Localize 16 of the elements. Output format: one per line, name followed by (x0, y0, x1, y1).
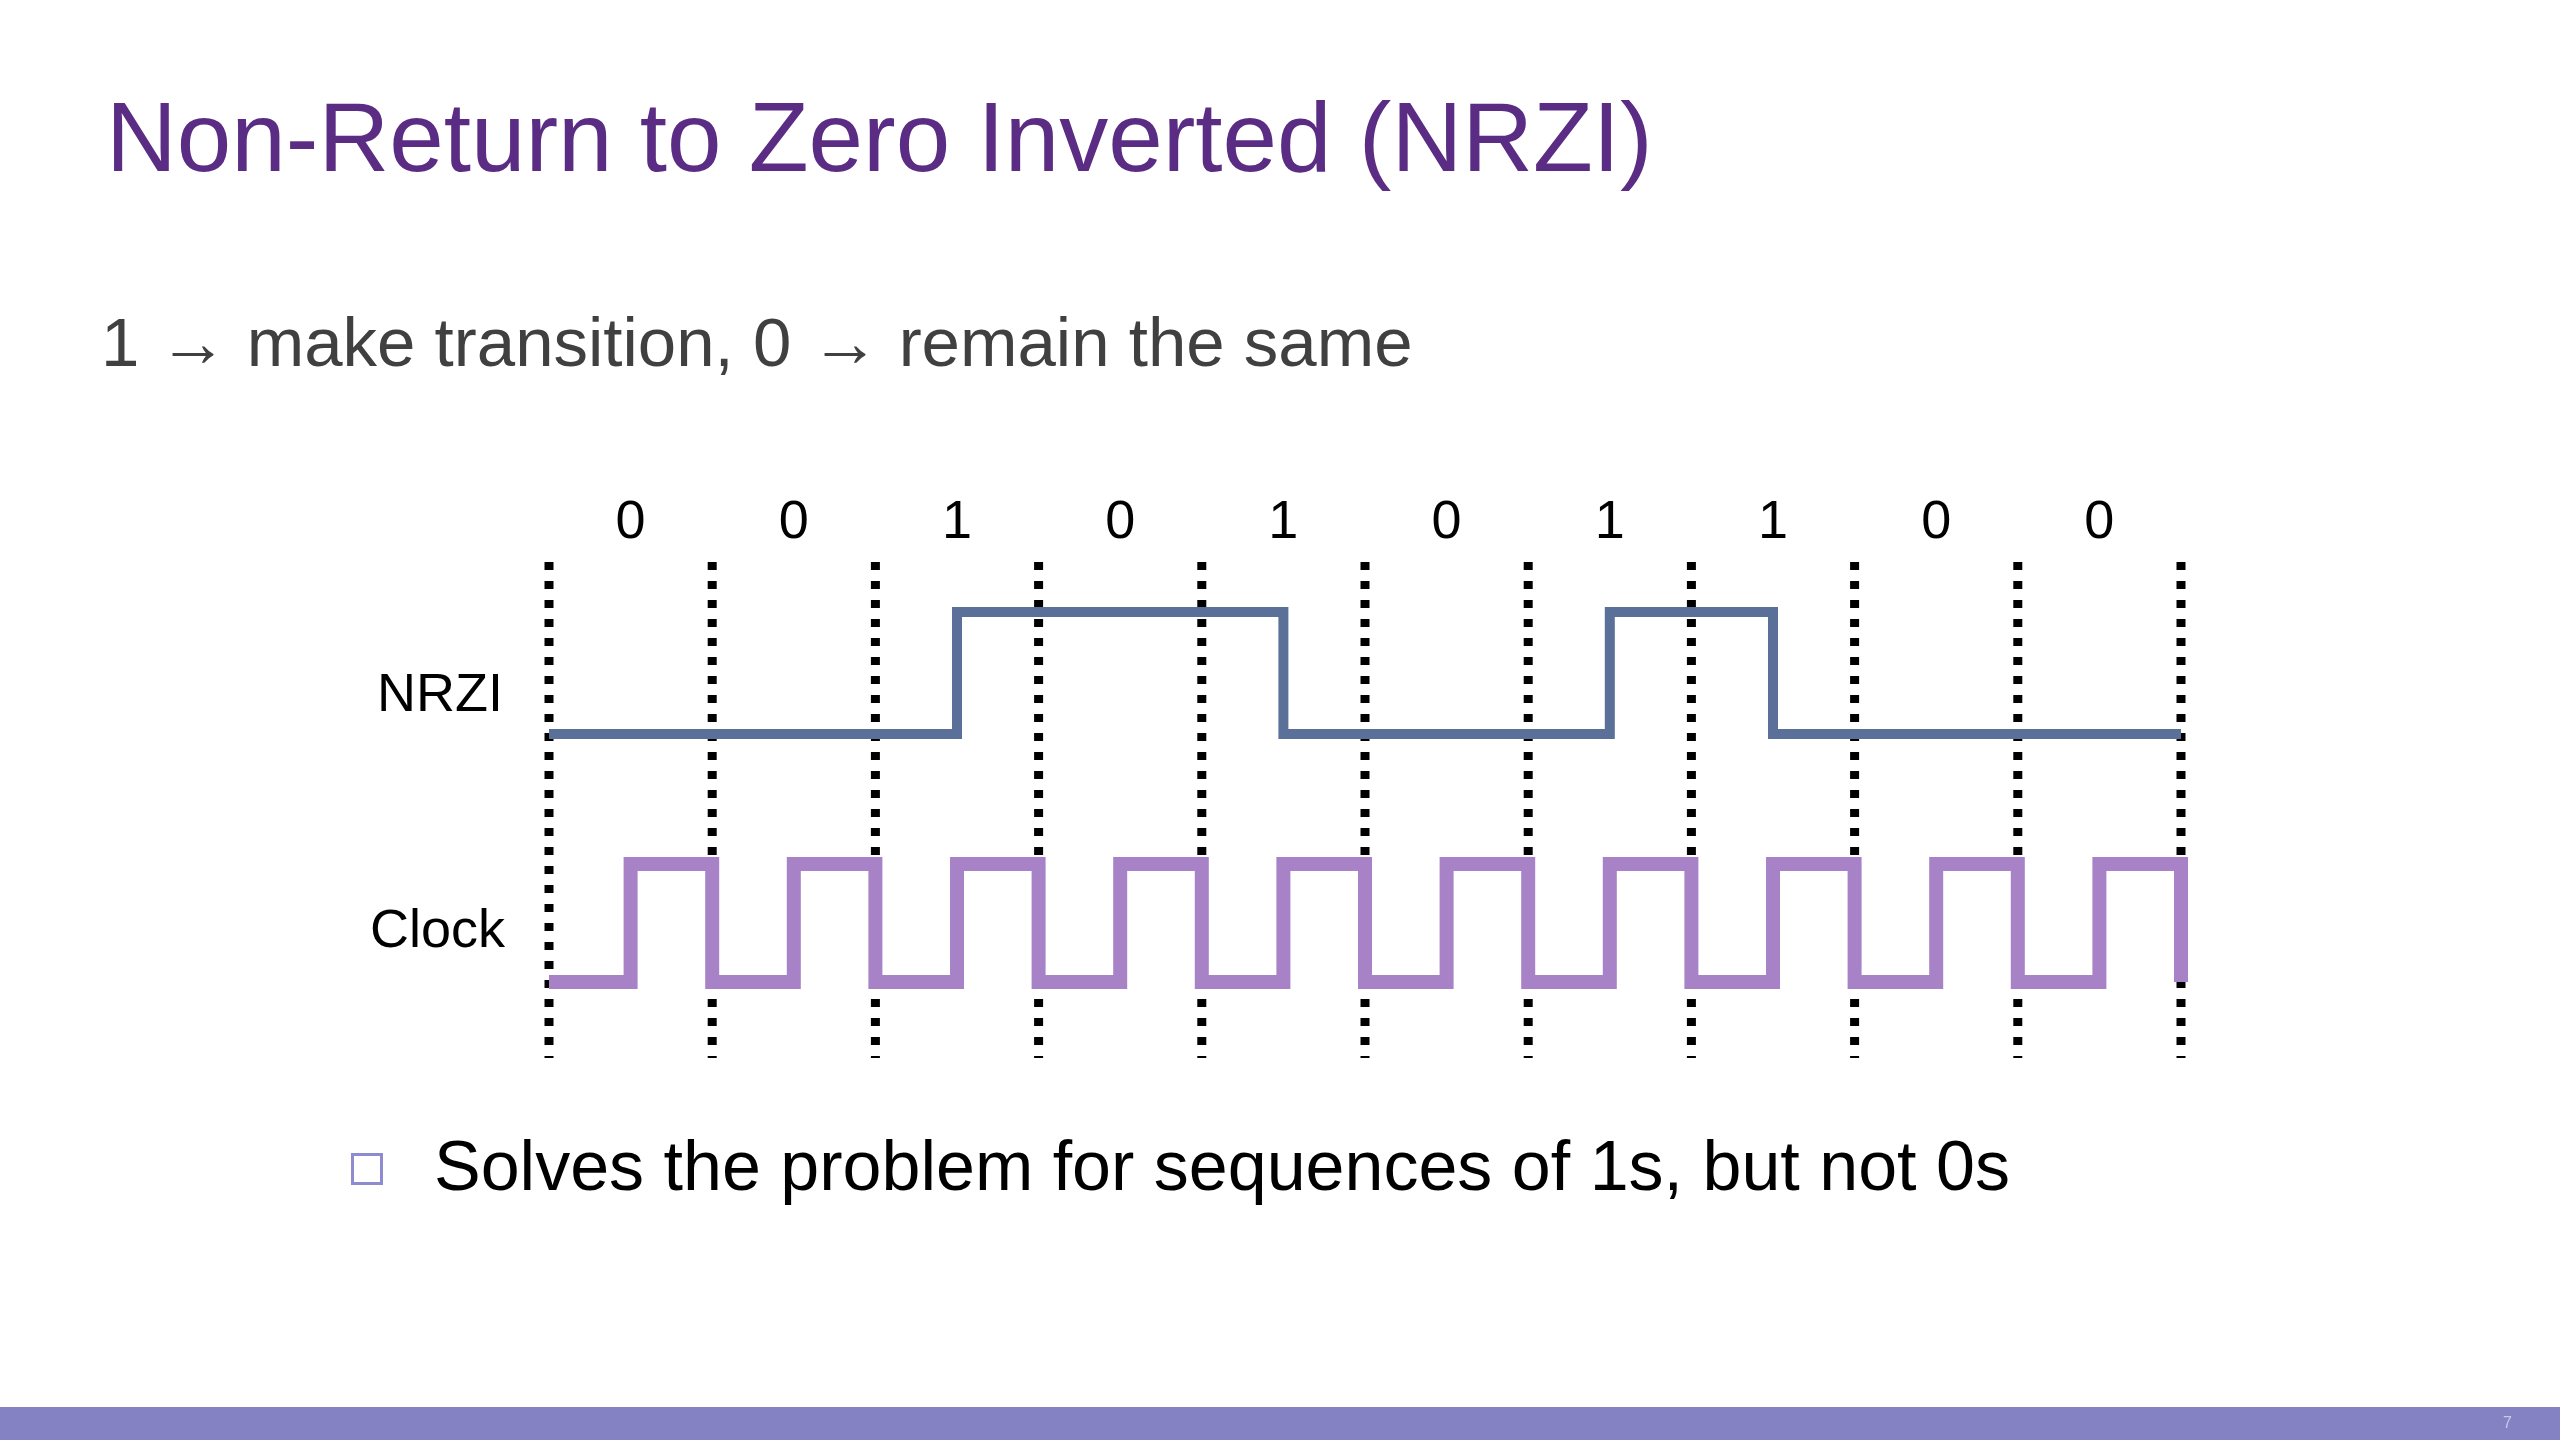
signal-label: Clock (369, 896, 505, 960)
bit-value: 0 (2084, 487, 2115, 551)
slide-title: Non-Return to Zero Inverted (NRZI) (106, 81, 1653, 195)
bit-value: 1 (1758, 487, 1788, 551)
page-number: 7 (2503, 1413, 2512, 1433)
rule-text: 1 → make transition, 0 → remain the same (101, 303, 1413, 384)
bit-value: 1 (942, 487, 972, 551)
signal-label: NRZI (377, 660, 503, 724)
bit-value: 0 (1105, 487, 1136, 551)
bit-value: 0 (778, 487, 809, 551)
bit-value: 0 (615, 487, 646, 551)
bit-value: 1 (1594, 487, 1625, 551)
bit-value: 0 (1921, 487, 1952, 551)
bit-value: 1 (1268, 487, 1299, 551)
bit-value: 0 (1431, 487, 1462, 551)
bullet-text: Solves the problem for sequences of 1s, but not 0s (434, 1125, 2010, 1207)
